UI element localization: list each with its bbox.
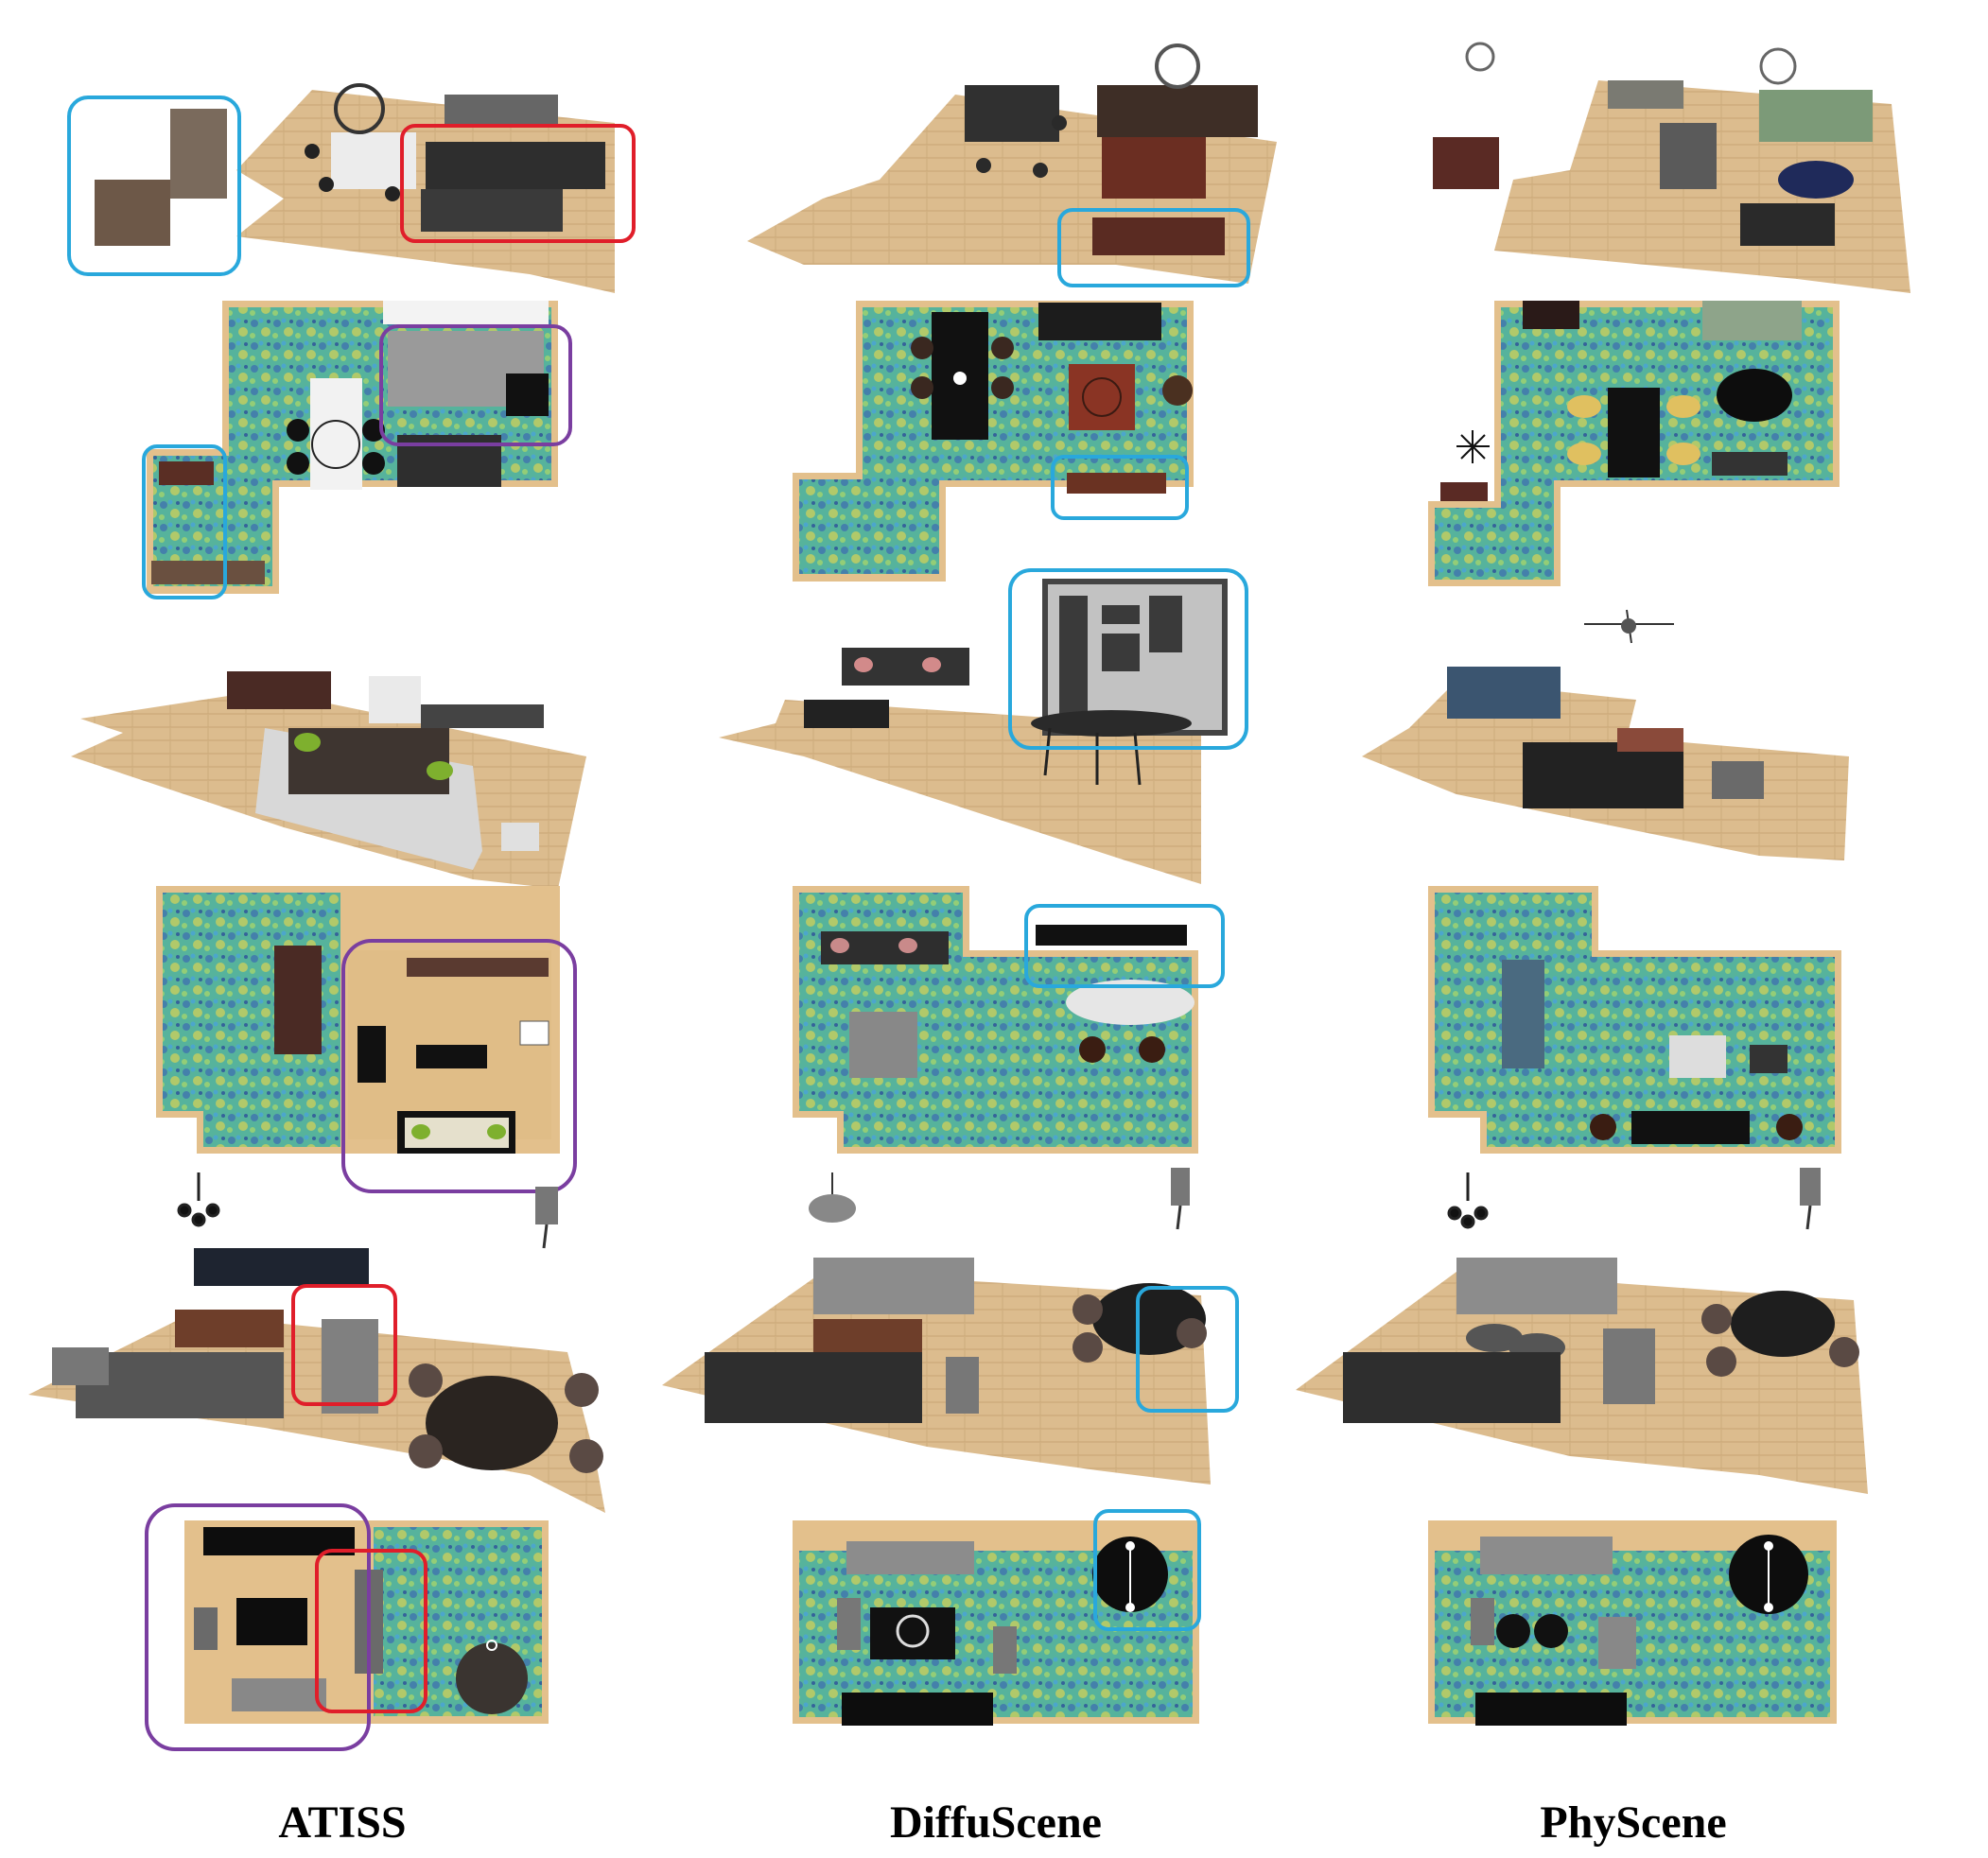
- chandelier-icon: [1447, 1172, 1489, 1229]
- atiss-highlight-red-1: [400, 124, 636, 243]
- atiss-scene2-top: [156, 886, 560, 1154]
- diffuscene-highlight-blue-2: [1051, 455, 1189, 520]
- atiss-highlight-blue-2: [142, 444, 227, 599]
- atiss-highlight-purple-3: [145, 1503, 371, 1751]
- atiss-highlight-purple-2: [341, 939, 577, 1193]
- diffuscene-highlight-blue-3: [1008, 568, 1248, 750]
- pendant-lamp-icon: [809, 1172, 856, 1223]
- method-label-atiss: ATISS: [278, 1797, 407, 1848]
- pendant-lamp-icon: [1800, 1168, 1821, 1230]
- diffuscene-scene3-top: [793, 1520, 1199, 1726]
- diffuscene-highlight-blue-1: [1057, 208, 1250, 287]
- atiss-scene1-3d: [95, 83, 615, 293]
- diffuscene-highlight-blue-5: [1136, 1286, 1239, 1413]
- diffuscene-scene1-top: [793, 301, 1194, 582]
- atiss-scene3-3d: [28, 1248, 605, 1513]
- diffuscene-scene2-top: [793, 886, 1198, 1154]
- physcene-scene2-top: [1428, 886, 1841, 1154]
- physcene-scene1-top: [1428, 301, 1840, 586]
- diffuscene-highlight-blue-4: [1024, 904, 1225, 988]
- physcene-scene3-top: [1428, 1520, 1837, 1726]
- pendant-lamp-icon: [535, 1187, 558, 1249]
- atiss-scene3-top: [184, 1520, 549, 1724]
- physcene-scene2-3d: [1362, 609, 1849, 860]
- atiss-scene1-top: [147, 301, 558, 594]
- diffuscene-highlight-blue-6: [1093, 1509, 1201, 1631]
- method-label-physcene: PhyScene: [1540, 1797, 1727, 1848]
- method-label-diffuscene: DiffuScene: [890, 1797, 1102, 1848]
- atiss-highlight-red-2: [291, 1284, 397, 1406]
- diffuscene-scene2-3d: [719, 579, 1228, 884]
- atiss-highlight-blue-1: [67, 96, 241, 276]
- atiss-highlight-red-3: [315, 1549, 427, 1713]
- physcene-scene3-3d: [1296, 1258, 1868, 1494]
- atiss-scene2-3d: [71, 671, 586, 889]
- physcene-scene1-3d: [1433, 42, 1910, 293]
- diffuscene-scene1-3d: [747, 43, 1277, 284]
- pendant-lamp-icon: [1171, 1168, 1190, 1230]
- diffuscene-scene3-3d: [662, 1258, 1211, 1485]
- atiss-highlight-purple-1: [379, 324, 572, 446]
- chandelier-icon: [177, 1172, 220, 1227]
